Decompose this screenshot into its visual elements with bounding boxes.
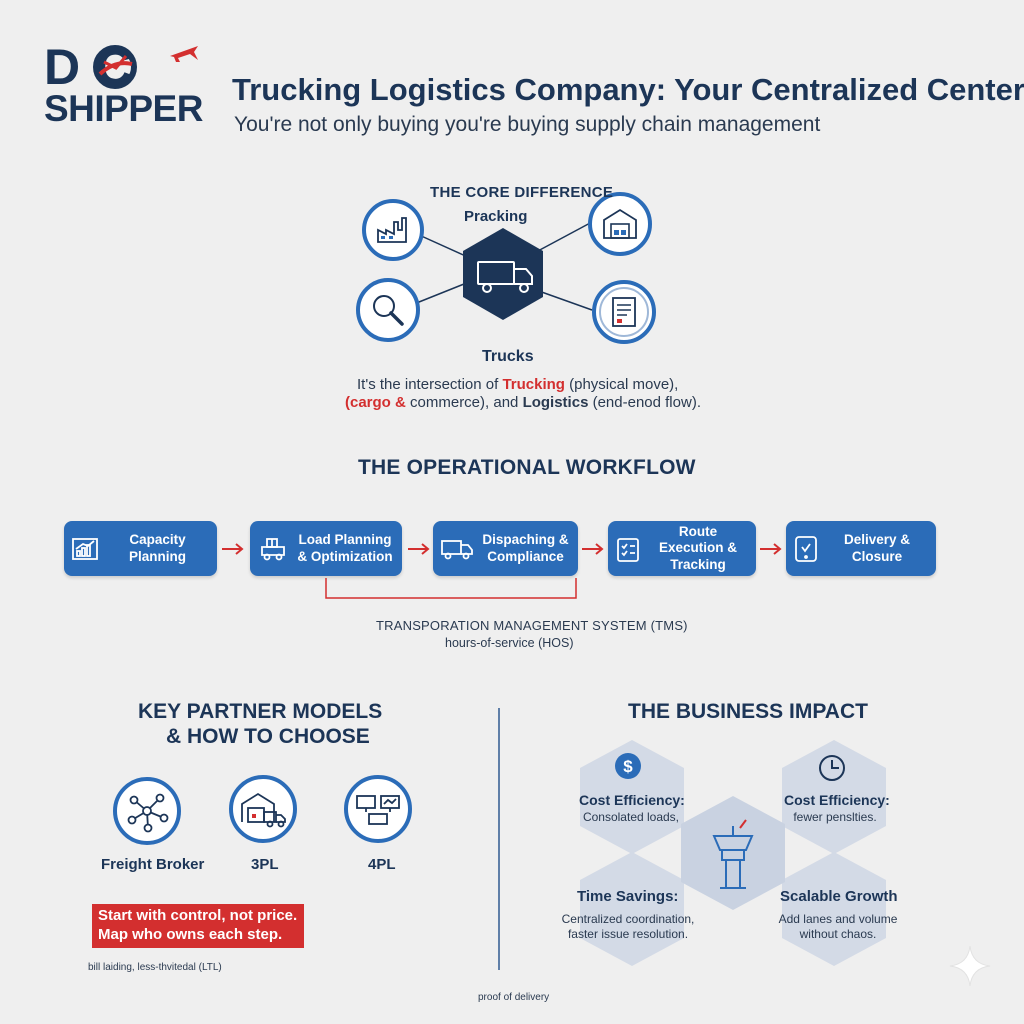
- partner-label-freight-broker: Freight Broker: [101, 856, 205, 873]
- factory-icon: [362, 199, 424, 261]
- arrow-right-icon: [222, 543, 244, 555]
- impact-hexagons: $: [580, 740, 886, 966]
- impact-card-head: Time Savings:: [577, 888, 679, 905]
- logo-text-bottom: SHIPPER: [44, 88, 203, 129]
- document-icon: [592, 280, 656, 344]
- arrow-right-icon: [760, 543, 782, 555]
- svg-text:$: $: [623, 757, 633, 776]
- impact-card-head: Cost Efficiency:: [784, 792, 890, 808]
- tablet-icon: [795, 535, 817, 562]
- hos-label: hours-of-service (HOS): [445, 636, 574, 650]
- tms-label: TRANSPORATION MANAGEMENT SYSTEM (TMS): [376, 618, 688, 633]
- impact-card-text: Add lanes and volume without chaos.: [778, 912, 898, 941]
- workflow-step-load-planning: Load Planning & Optimization: [250, 521, 402, 576]
- truck-icon: [441, 539, 473, 559]
- impact-card-head: Cost Efficiency:: [579, 792, 685, 808]
- clock-icon: [819, 755, 845, 781]
- workflow-step-delivery: Delivery & Closure: [786, 521, 936, 576]
- magnifier-icon: [356, 278, 420, 342]
- workflow-step-label: Route Execution & Tracking: [658, 524, 737, 572]
- warehouse-truck-icon: [229, 775, 297, 843]
- impact-card-text: Centralized coordination, faster issue r…: [561, 912, 695, 941]
- core-diagram: [356, 192, 656, 344]
- workflow-step-label: Delivery & Closure: [843, 532, 911, 564]
- airplane-icon: [170, 46, 198, 62]
- core-description-line2: (cargo & commerce), and Logistics (end-e…: [345, 394, 701, 411]
- callout-line2: Map who owns each step.: [98, 925, 283, 943]
- impact-card-text: fewer penslties.: [793, 810, 877, 824]
- sparkle-icon: [949, 945, 991, 987]
- core-title: THE CORE DIFFERENCE: [430, 184, 614, 201]
- globe-icon: [93, 45, 137, 89]
- partner-label-4pl: 4PL: [368, 856, 396, 873]
- core-center-label: Trucks: [482, 348, 534, 365]
- brand-logo: D C SHIPPER: [30, 40, 203, 145]
- forklift-icon: [261, 537, 285, 560]
- truck-hexagon: [463, 228, 543, 320]
- workflow-step-label: Capacity Planning: [129, 532, 186, 564]
- arrow-right-icon: [408, 543, 430, 555]
- network-icon: [113, 777, 181, 845]
- workflow-step-capacity-planning: Capacity Planning: [64, 521, 217, 576]
- page-subtitle: You're not only buying you're buying sup…: [234, 113, 821, 136]
- impact-title: THE BUSINESS IMPACT: [628, 700, 868, 723]
- checklist-icon: [617, 537, 639, 562]
- arrow-right-icon: [582, 543, 604, 555]
- callout-line1: Start with control, not price.: [98, 907, 298, 924]
- partners-callout: Start with control, not price. Map who o…: [92, 904, 304, 948]
- tms-bracket: [325, 578, 577, 599]
- core-subtitle: Pracking: [464, 208, 528, 225]
- impact-card-head: Scalable Growth: [780, 888, 898, 905]
- section-divider: [498, 708, 500, 970]
- warehouse-icon: [588, 192, 652, 256]
- truck-icon: [477, 261, 533, 293]
- dollar-icon: $: [615, 753, 641, 779]
- core-description-line1: It's the intersection of Trucking (physi…: [357, 376, 679, 393]
- footer-note: proof of delivery: [478, 992, 550, 1003]
- impact-card-text: Consolated loads,: [582, 810, 680, 824]
- workflow-step-dispatching: Dispaching & Compliance: [433, 521, 578, 576]
- partners-footnote: bill laiding, less-thvitedal (LTL): [88, 962, 222, 973]
- partners-title-line2: & HOW TO CHOOSE: [166, 725, 370, 748]
- partner-label-3pl: 3PL: [251, 856, 279, 873]
- workflow-step-label: Dispaching & Compliance: [482, 532, 569, 564]
- monitors-icon: [344, 775, 412, 843]
- bar-chart-icon: [72, 537, 98, 560]
- workflow-step-route-execution: Route Execution & Tracking: [608, 521, 756, 576]
- workflow-title: THE OPERATIONAL WORKFLOW: [358, 456, 696, 479]
- page-title: Trucking Logistics Company: Your Central…: [232, 72, 1024, 107]
- partners-title: KEY PARTNER MODELS: [138, 700, 383, 723]
- workflow-step-label: Load Planning & Optimization: [297, 532, 393, 564]
- control-tower-icon: [712, 826, 754, 889]
